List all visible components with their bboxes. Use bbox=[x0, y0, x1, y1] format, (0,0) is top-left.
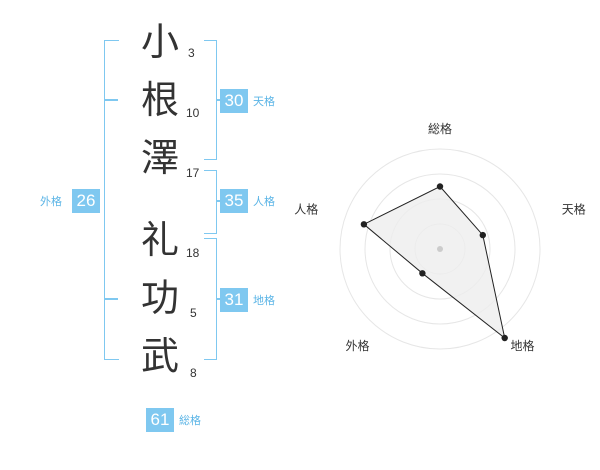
jinkaku-value: 35 bbox=[220, 189, 248, 213]
stroke-count-4: 18 bbox=[186, 246, 200, 260]
radar-ring bbox=[364, 173, 516, 325]
radar-ring bbox=[339, 148, 541, 350]
gaikaku-label: 外格 bbox=[40, 195, 62, 208]
radar-center bbox=[437, 246, 443, 252]
stroke-count-2: 10 bbox=[186, 106, 200, 120]
gaikaku-bracket bbox=[104, 40, 119, 360]
gaikaku-value: 26 bbox=[72, 189, 100, 213]
chikaku-label: 地格 bbox=[253, 294, 275, 307]
bracket-connector bbox=[216, 99, 222, 101]
stroke-count-6: 8 bbox=[190, 366, 197, 380]
bracket-connector bbox=[216, 200, 222, 202]
bracket-connector bbox=[216, 298, 222, 300]
name-char-6: 武 bbox=[140, 334, 179, 378]
name-char-3: 澤 bbox=[140, 136, 179, 180]
tenkaku-label: 天格 bbox=[253, 95, 275, 108]
bracket-tick bbox=[104, 298, 118, 300]
name-char-4: 礼 bbox=[140, 218, 179, 262]
tenkaku-value: 30 bbox=[220, 89, 248, 113]
stroke-count-1: 3 bbox=[188, 46, 195, 60]
jinkaku-bracket bbox=[204, 170, 217, 234]
name-char-2: 根 bbox=[140, 78, 179, 122]
stroke-count-3: 17 bbox=[186, 166, 200, 180]
soukaku-label: 総格 bbox=[179, 414, 201, 427]
radar-axis-label: 総格 bbox=[428, 121, 452, 136]
soukaku-value: 61 bbox=[146, 408, 174, 432]
radar-axis-label: 天格 bbox=[562, 201, 586, 216]
radar-axis-label: 外格 bbox=[345, 338, 369, 353]
radar-point bbox=[479, 231, 486, 239]
radar-point bbox=[419, 270, 426, 277]
name-char-1: 小 bbox=[140, 20, 179, 64]
radar-point bbox=[436, 183, 444, 190]
jinkaku-label: 人格 bbox=[253, 195, 275, 208]
radar-axis-label: 人格 bbox=[294, 201, 318, 216]
bracket-tick bbox=[104, 99, 118, 101]
radar-axis-label: 地格 bbox=[511, 338, 535, 353]
radar-point bbox=[501, 334, 508, 342]
radar-points bbox=[360, 183, 508, 342]
chikaku-value: 31 bbox=[220, 288, 248, 312]
radar-point bbox=[360, 221, 368, 228]
name-char-5: 功 bbox=[140, 276, 179, 320]
radar-polygon bbox=[362, 185, 506, 340]
stroke-count-5: 5 bbox=[190, 306, 197, 320]
